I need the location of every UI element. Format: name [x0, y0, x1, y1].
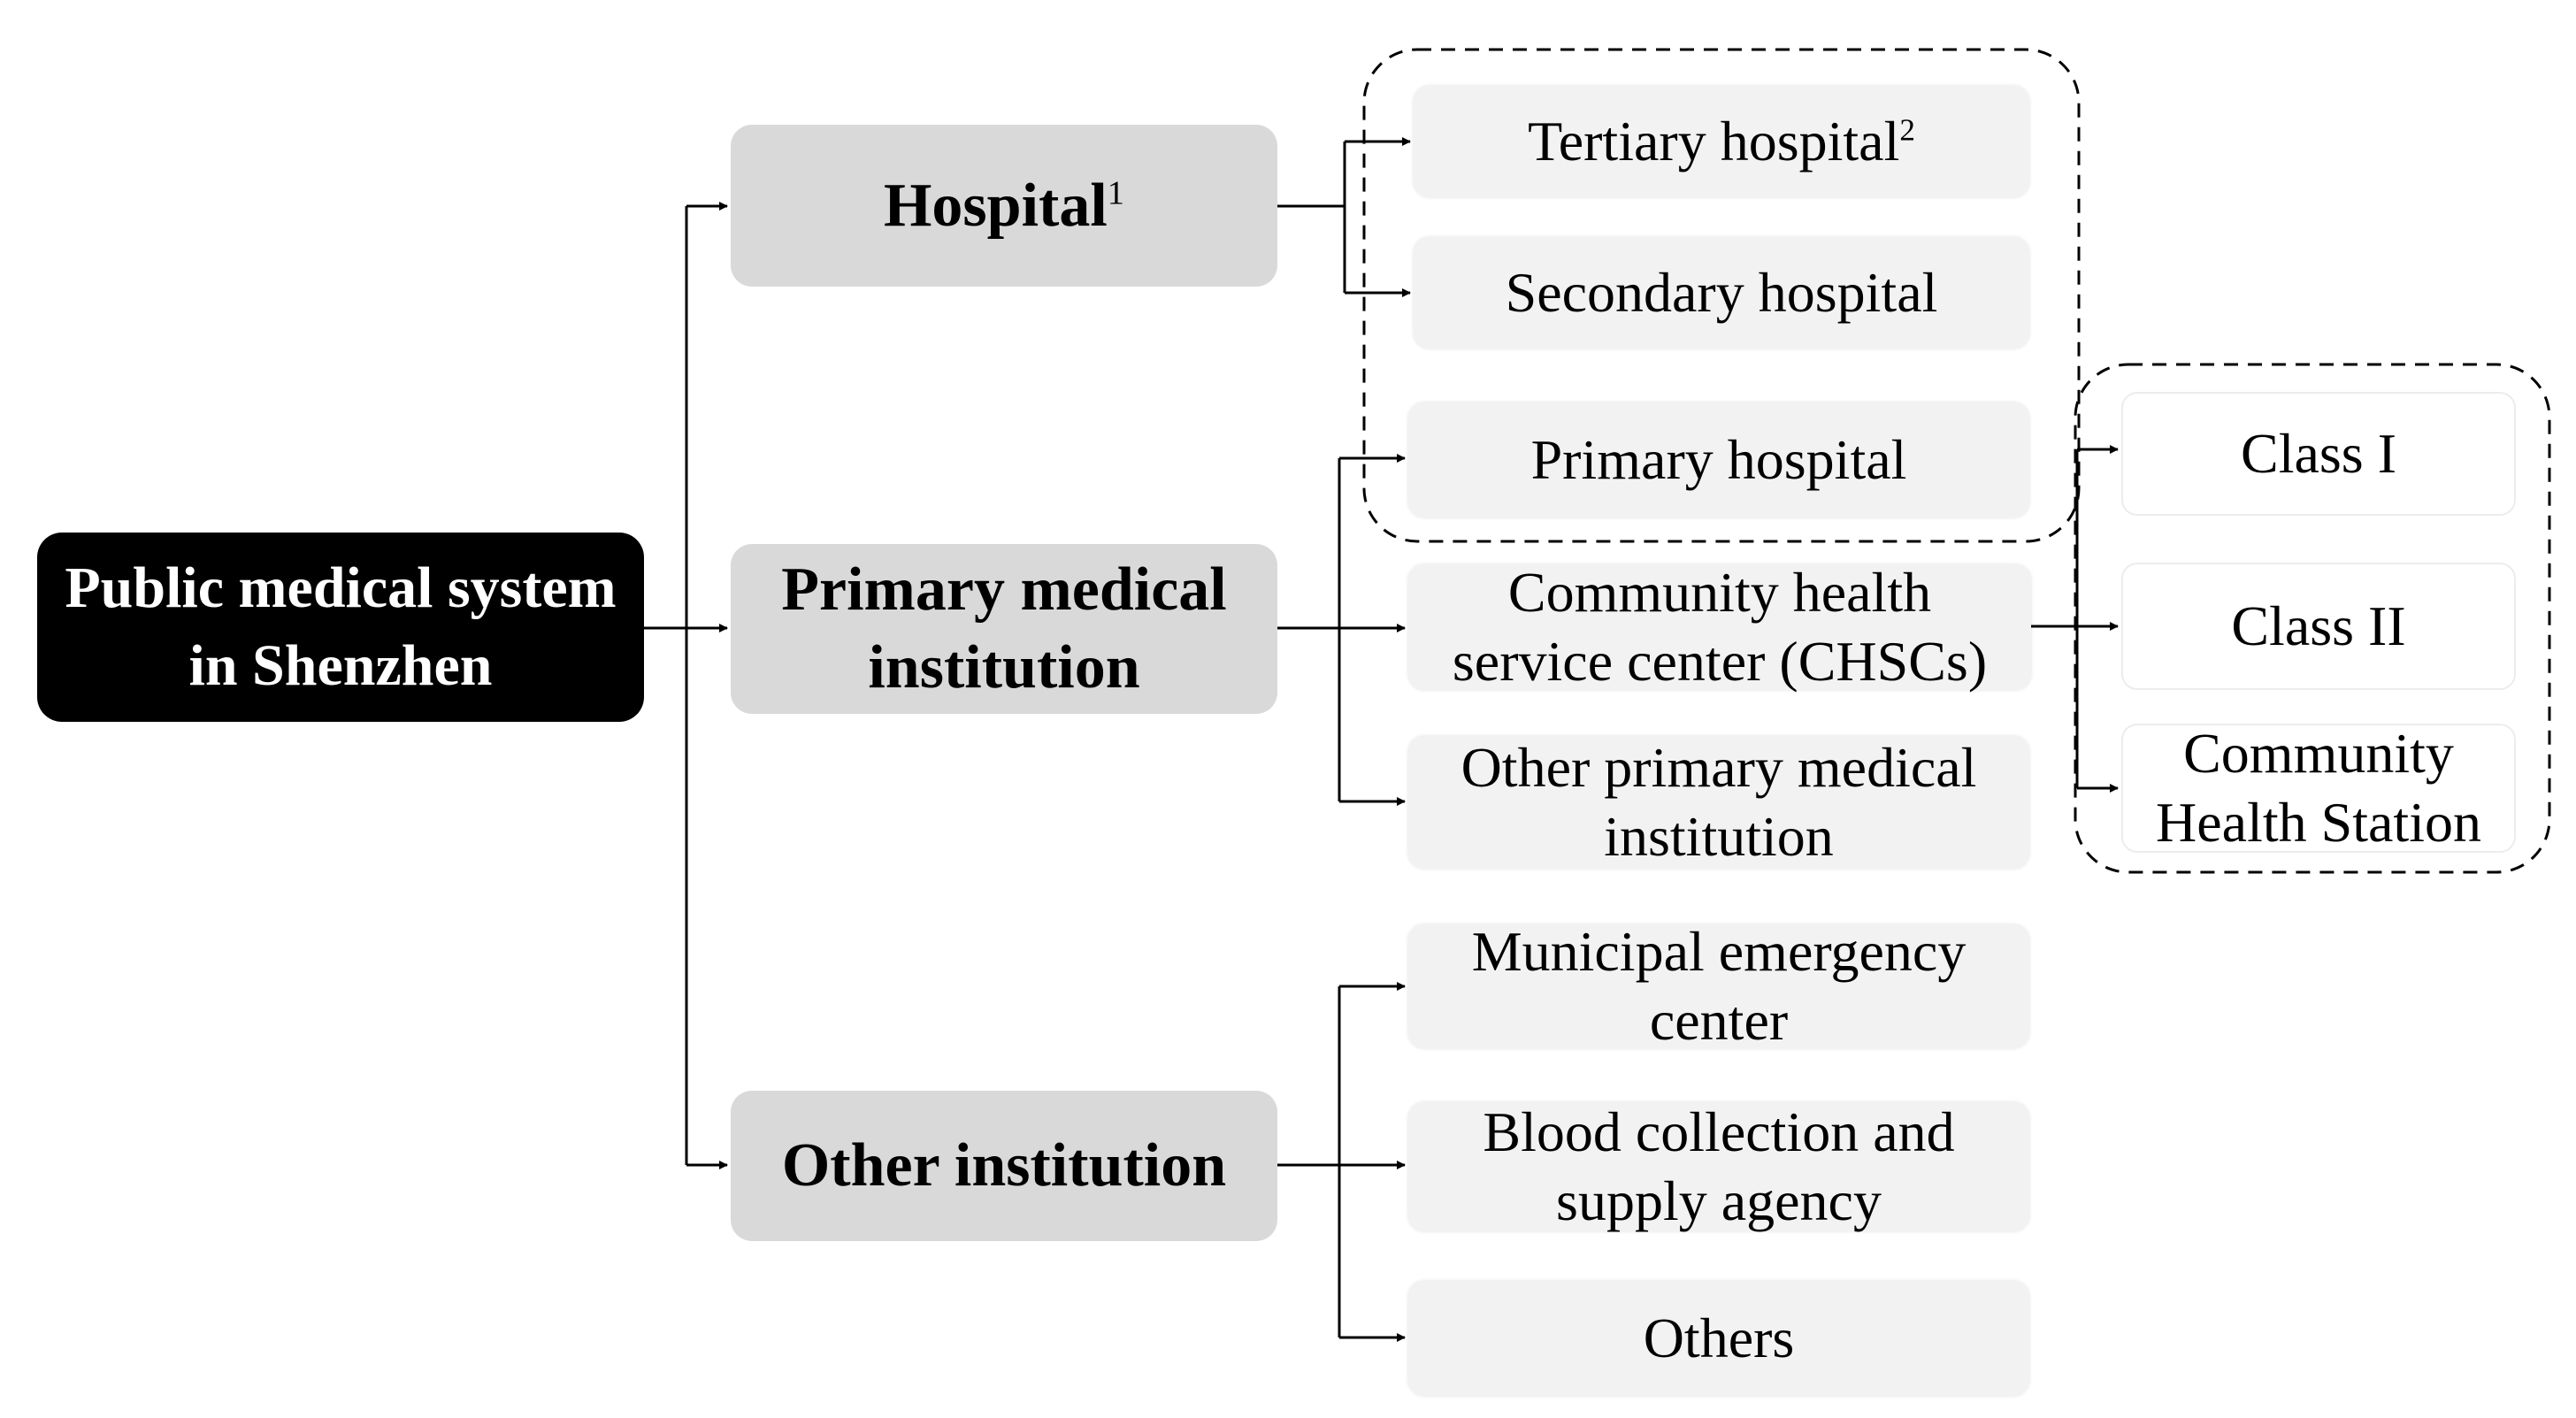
- other-primary-label: Other primary medical institution: [1460, 736, 1977, 868]
- hospital-label: Hospital: [883, 171, 1108, 240]
- class-2-label: Class II: [2231, 594, 2406, 657]
- chsc-node: Community health service center (CHSCs): [1408, 561, 2031, 693]
- tertiary-label: Tertiary hospital: [1528, 110, 1900, 172]
- tertiary-footnote-marker: 2: [1899, 112, 1915, 148]
- other-institution-label: Other institution: [781, 1131, 1227, 1200]
- secondary-label: Secondary hospital: [1505, 261, 1938, 324]
- other-primary-node: Other primary medical institution: [1408, 736, 2029, 869]
- root-label: Public medical system in Shenzhen: [65, 556, 617, 698]
- tertiary-label-wrap: Tertiary hospital2: [1528, 107, 1915, 176]
- primary-medical-node: Primary medical institution: [731, 544, 1277, 714]
- blood-agency-label: Blood collection and supply agency: [1483, 1100, 1955, 1232]
- hospital-node: Hospital1: [731, 125, 1277, 287]
- hospital-level-group-outline: [1362, 48, 2081, 543]
- health-station-label: Community Health Station: [2156, 722, 2481, 854]
- other-institution-node: Other institution: [731, 1091, 1277, 1241]
- others-label: Others: [1643, 1307, 1795, 1369]
- primary-medical-label: Primary medical institution: [781, 556, 1227, 701]
- health-station-node: Community Health Station: [2121, 722, 2516, 854]
- class-1-node: Class I: [2121, 392, 2516, 516]
- blood-agency-node: Blood collection and supply agency: [1408, 1100, 2029, 1232]
- primary-hospital-label: Primary hospital: [1530, 428, 1907, 491]
- chsc-label: Community health service center (CHSCs): [1452, 561, 1988, 693]
- others-node: Others: [1408, 1281, 2029, 1396]
- secondary-hospital-node: Secondary hospital: [1414, 237, 2029, 349]
- class-2-node: Class II: [2121, 563, 2516, 690]
- chsc-class-group-outline: [2074, 363, 2551, 874]
- root-node: Public medical system in Shenzhen: [37, 533, 644, 722]
- class-1-label: Class I: [2241, 422, 2396, 485]
- emergency-center-node: Municipal emergency center: [1408, 920, 2029, 1052]
- tertiary-hospital-node: Tertiary hospital2: [1414, 86, 2029, 197]
- primary-hospital-node: Primary hospital: [1408, 402, 2029, 517]
- hospital-label-wrap: Hospital1: [884, 167, 1124, 245]
- hospital-footnote-marker: 1: [1107, 174, 1125, 212]
- emergency-center-label: Municipal emergency center: [1471, 920, 1966, 1052]
